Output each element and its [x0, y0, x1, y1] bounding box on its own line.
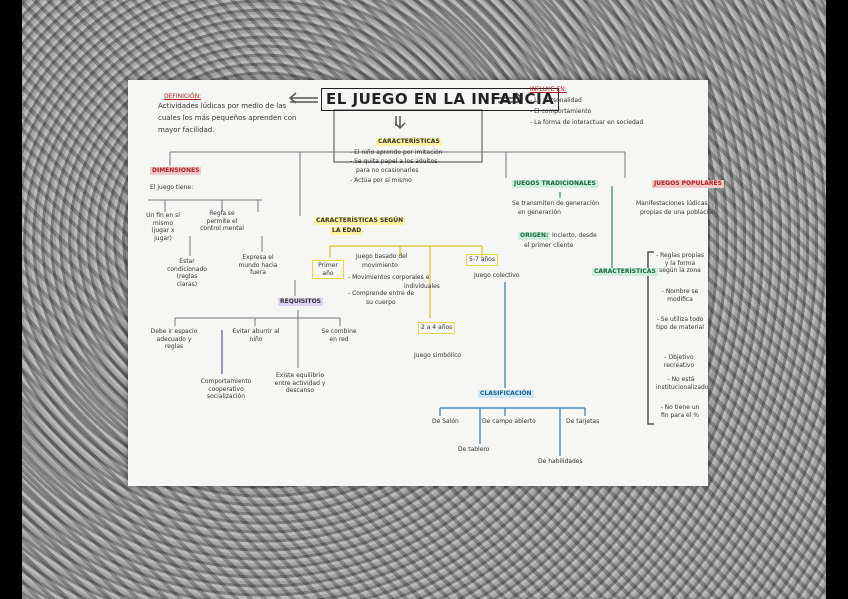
requisitos-item: Comportamiento cooperativo socialización	[198, 378, 254, 401]
clasificacion-item: De campo abierto	[482, 418, 536, 426]
clasificacion-item: De habilidades	[538, 458, 583, 466]
primer-anio-desc: Juego basado del	[356, 253, 408, 261]
caracteristicas-item: - Actúa por sí mismo	[350, 177, 412, 185]
influye-item: - El comportamiento	[530, 108, 591, 116]
requisitos-item: Existe equilibrio entre actividad y desc…	[272, 372, 328, 395]
page-title: EL JUEGO EN LA INFANCIA	[321, 88, 559, 111]
tradicionales-car-item: - No está institucionalizado	[656, 376, 706, 391]
clasificacion-item: De Salón	[432, 418, 459, 426]
edad-label-2: LA EDAD	[330, 227, 363, 235]
definicion-line-3: mayor facilidad.	[158, 126, 214, 135]
requisitos-label: REQUISITOS	[278, 298, 323, 306]
clasificacion-label: CLASIFICACIÓN	[478, 390, 534, 398]
origen-label: ORIGEN:	[518, 232, 550, 240]
edad-label-1: CARACTERÍSTICAS SEGÚN	[314, 217, 405, 225]
influye-label: INFLUYE EN:	[530, 86, 567, 94]
caracteristicas-item: para no ocasionarles	[356, 167, 418, 175]
requisitos-item: Evitar aburrir al niño	[232, 328, 280, 343]
dimensiones-item: Regla se permite el control mental	[200, 210, 244, 233]
juegos-tradicionales-desc: Se transmiten de generación	[512, 200, 599, 208]
clasificacion-item: De tablero	[458, 446, 489, 454]
tradicionales-car-item: - Se utiliza todo tipo de material	[656, 316, 704, 331]
cinco-siete-desc: Juego colectivo	[474, 272, 520, 280]
tradicionales-caracteristicas-label: CARACTERÍSTICAS	[592, 268, 658, 276]
tradicionales-car-item: - Nombre se modifica	[656, 288, 704, 303]
dimensiones-sub: El juego tiene:	[150, 184, 193, 192]
dimensiones-label: DIMENSIONES	[150, 167, 201, 175]
juegos-tradicionales-desc: en generación	[518, 209, 561, 217]
tradicionales-car-item: - No tiene un fin para el %	[656, 404, 704, 419]
caracteristicas-item: - El niño aprende por imitación	[350, 149, 443, 157]
dimensiones-item: Estar condicionado (reglas claras)	[166, 258, 208, 288]
primer-anio-box: Primer año	[312, 260, 344, 279]
clasificacion-item: De tarjetas	[566, 418, 599, 426]
definicion-line-1: Actividades lúdicas por medio de las	[158, 102, 286, 111]
tradicionales-car-item: - Objetivo recreativo	[652, 354, 706, 369]
influye-item: - La personalidad	[530, 97, 582, 105]
caracteristicas-label: CARACTERÍSTICAS	[376, 138, 442, 146]
primer-anio-desc: su cuerpo	[366, 299, 396, 307]
dimensiones-item: Un fin en sí mismo (jugar x jugar)	[144, 212, 182, 242]
requisitos-item: Se combine en red	[318, 328, 360, 343]
origen-desc: el primer cliente	[524, 242, 573, 250]
primer-anio-desc: - Comprende entre de	[348, 290, 414, 298]
caracteristicas-item: - Se quita papel a los adultos	[350, 158, 437, 166]
definicion-label: DEFINICIÓN:	[164, 93, 201, 101]
juegos-tradicionales-label: JUEGOS TRADICIONALES	[512, 180, 598, 188]
requisitos-item: Debe ir espacio adecuado y reglas	[150, 328, 198, 351]
definicion-line-2: cuales los más pequeños aprenden con	[158, 114, 297, 123]
tradicionales-car-item: - Reglas propias y la forma según la zon…	[656, 252, 704, 275]
primer-anio-desc: - Movimientos corporales e	[348, 274, 429, 282]
origen-desc: Incierto, desde	[552, 232, 597, 240]
dos-cuatro-desc: Juego simbólico	[414, 352, 461, 360]
juegos-populares-label: JUEGOS POPULARES	[652, 180, 724, 188]
dimensiones-item: Expresa el mundo hacia fuera	[238, 254, 278, 277]
juegos-populares-desc: propias de una población	[640, 209, 716, 217]
cinco-siete-box: 5-7 años	[466, 254, 498, 266]
influye-item: - La forma de interactuar en sociedad	[530, 119, 643, 127]
juegos-populares-desc: Manifestaciones lúdicas	[636, 200, 708, 208]
primer-anio-desc: movimiento	[362, 262, 398, 270]
dos-cuatro-box: 2 a 4 años	[418, 322, 455, 334]
